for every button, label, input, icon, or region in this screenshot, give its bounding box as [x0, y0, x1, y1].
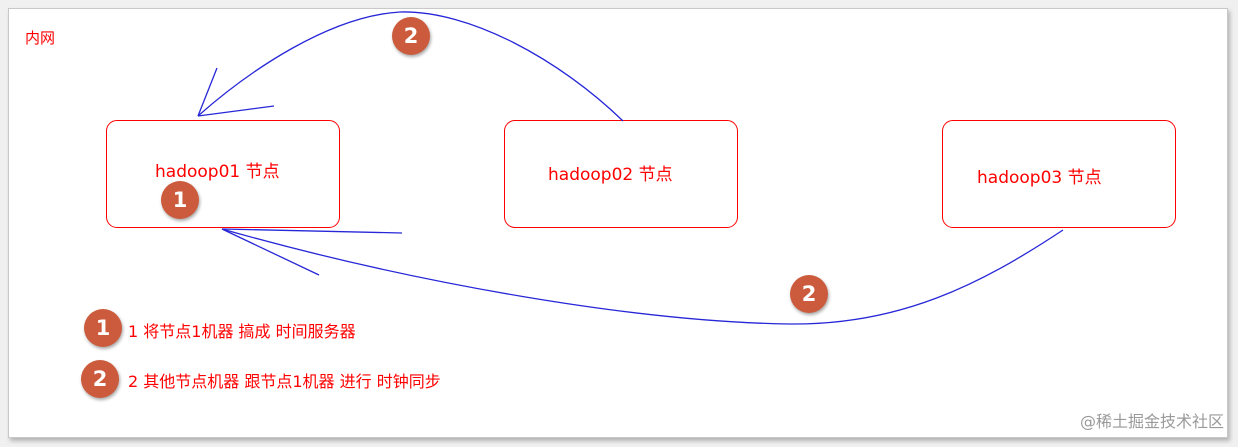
badge-two-bottom: 2	[790, 275, 828, 313]
node-hadoop02-box	[504, 120, 738, 228]
arrow-hadoop03-to-hadoop01	[221, 228, 1064, 325]
arrowhead-top-left	[197, 67, 218, 117]
legend-badge-two: 2	[81, 360, 119, 398]
badge-two-top: 2	[392, 17, 430, 55]
legend-text-two: 2 其他节点机器 跟节点1机器 进行 时钟同步	[128, 372, 441, 391]
node-hadoop01-box	[106, 120, 340, 228]
legend-badge-one: 1	[84, 309, 122, 347]
legend-text-one: 1 将节点1机器 搞成 时间服务器	[128, 322, 356, 341]
badge-one-node: 1	[161, 181, 199, 219]
arrowhead-bottom-lower	[221, 228, 320, 276]
node-hadoop03-label: hadoop03 节点	[977, 168, 1102, 188]
node-hadoop03-box	[942, 120, 1176, 228]
network-zone-label: 内网	[25, 29, 56, 47]
arrowhead-top-right	[197, 105, 275, 117]
node-hadoop02-label: hadoop02 节点	[548, 165, 673, 185]
arrowhead-bottom-upper	[221, 228, 403, 234]
node-hadoop01-label: hadoop01 节点	[155, 162, 280, 182]
watermark: @稀土掘金技术社区	[1079, 412, 1224, 431]
arrow-hadoop02-to-hadoop01	[197, 11, 624, 122]
